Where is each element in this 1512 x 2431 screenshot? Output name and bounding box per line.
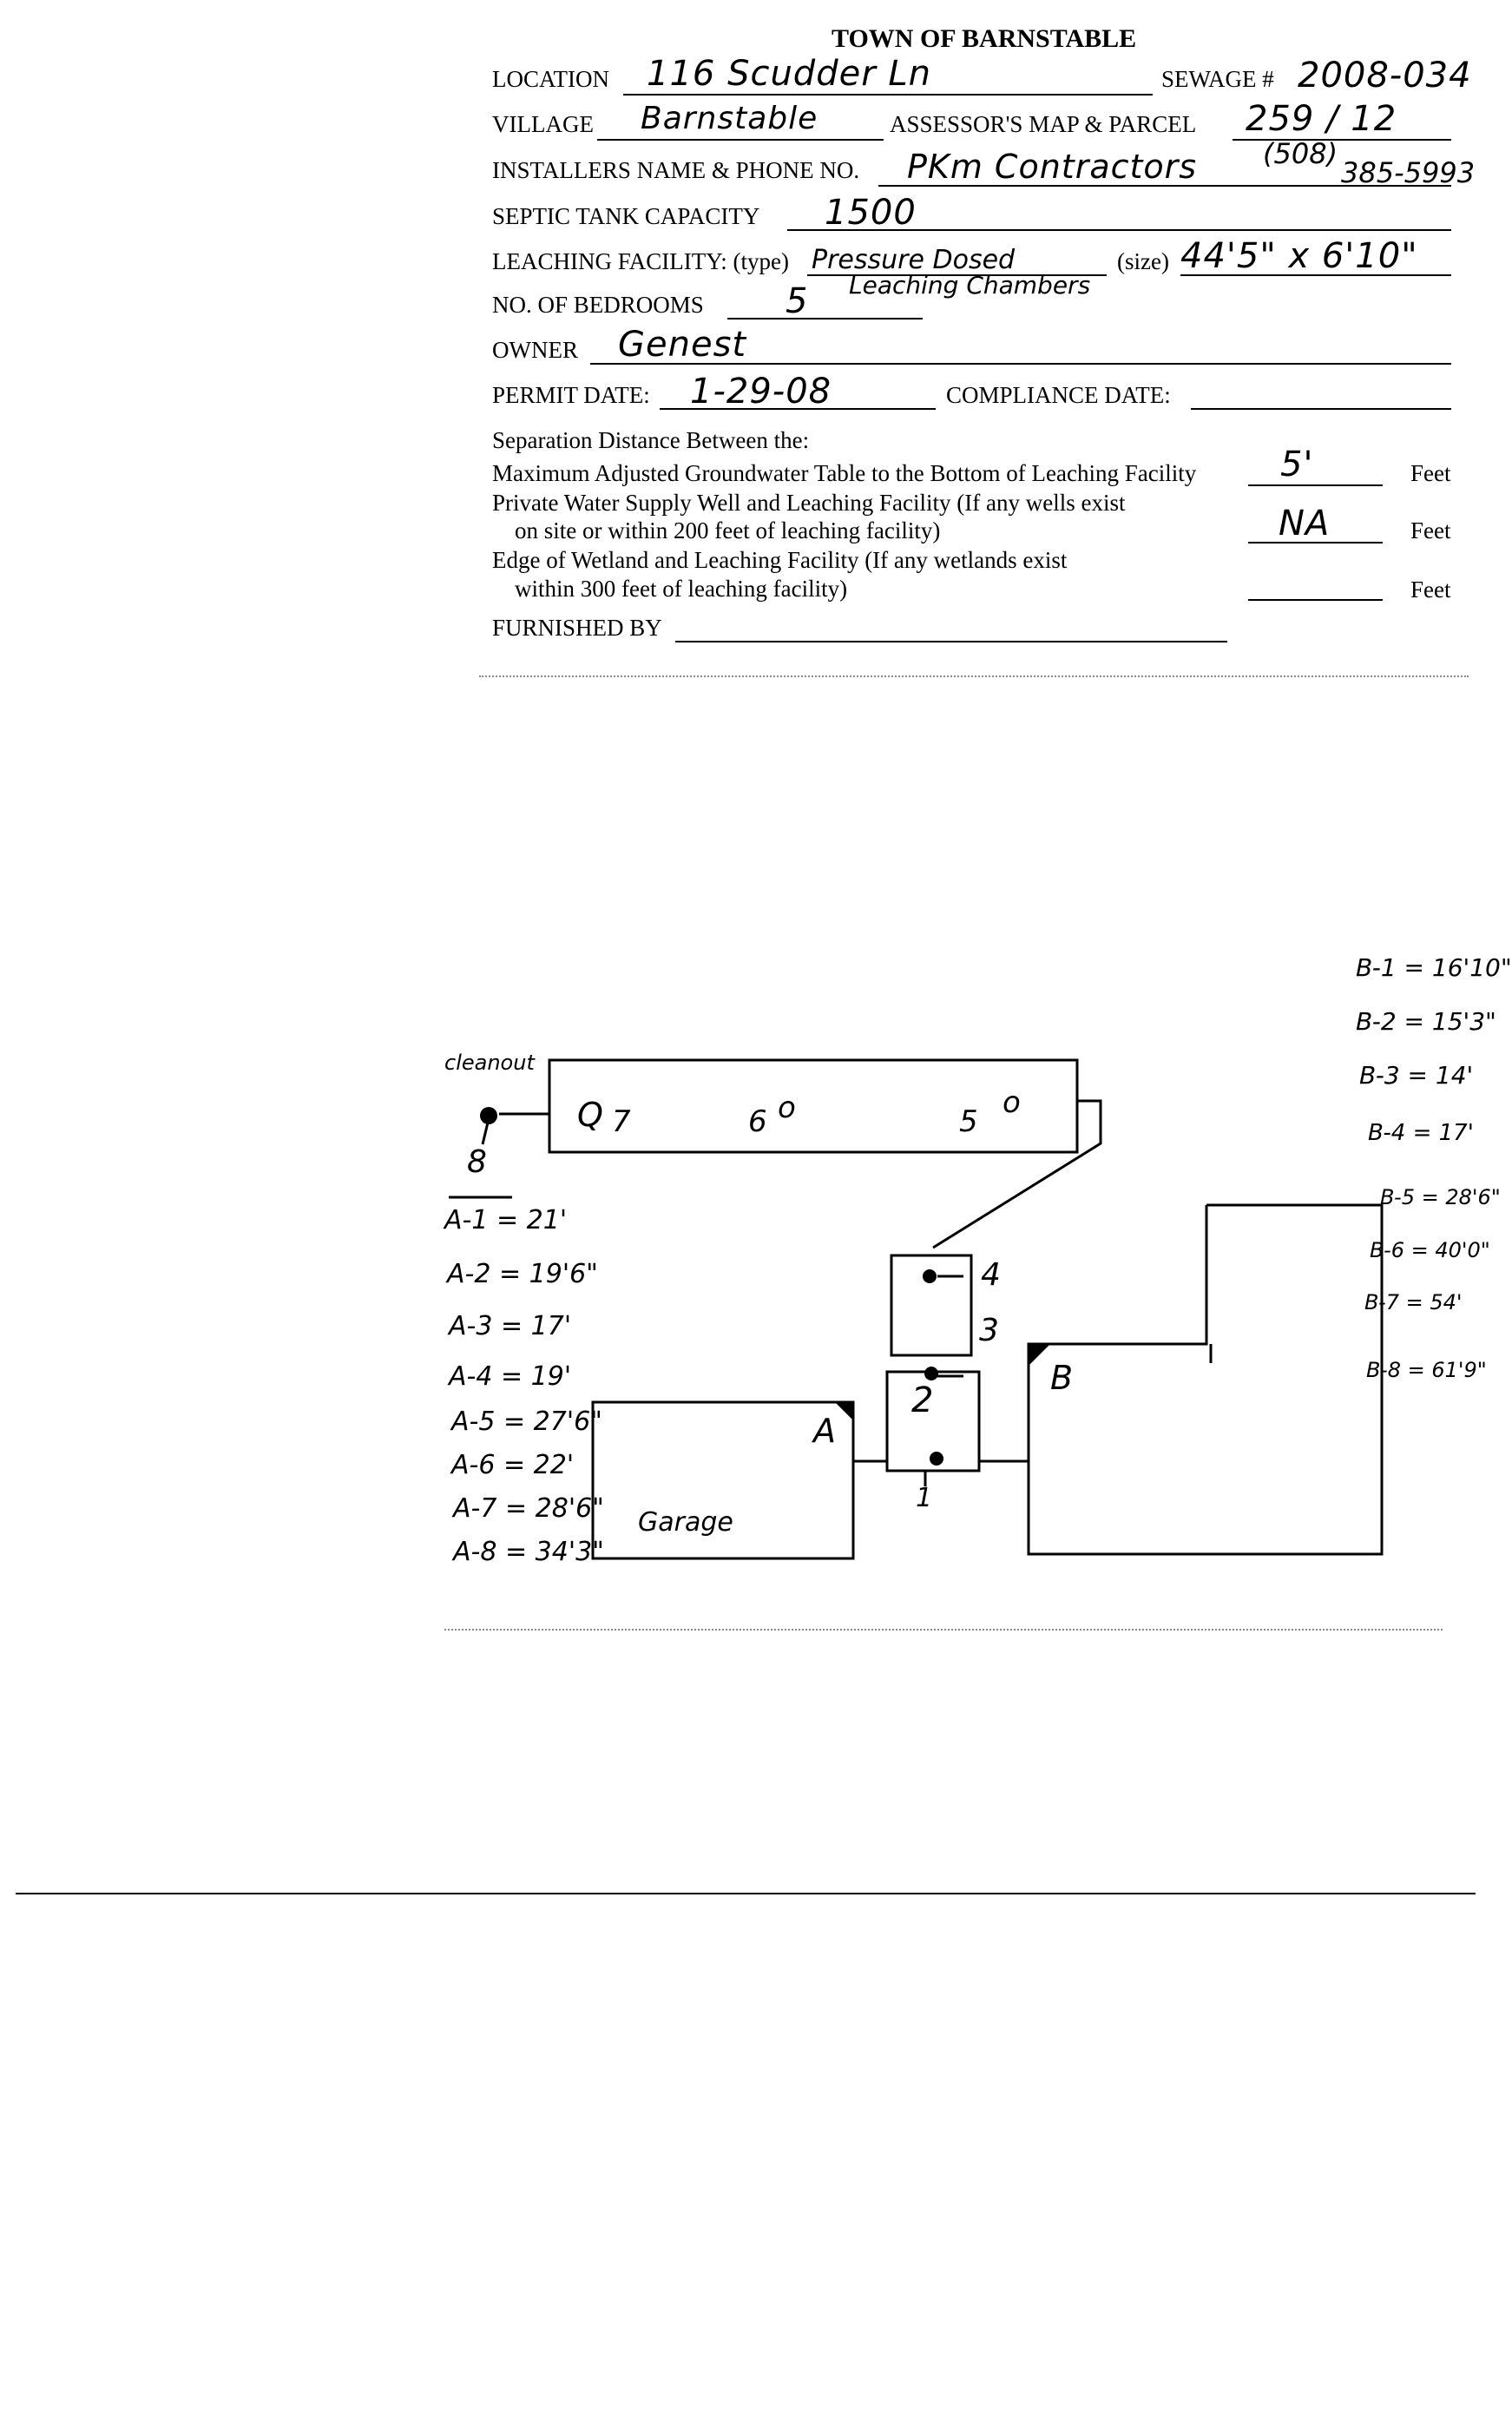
bedrooms-line — [727, 318, 923, 320]
ref-b-label: B — [1050, 1359, 1074, 1397]
bedrooms-label: NO. OF BEDROOMS — [492, 292, 704, 318]
installer-label: INSTALLERS NAME & PHONE NO. — [492, 157, 860, 183]
location-label: LOCATION — [492, 66, 609, 92]
ref-a-label: A — [813, 1412, 836, 1450]
b-measure-3: B-3 = 14' — [1359, 1061, 1474, 1090]
sep2-label: Private Water Supply Well and Leaching F… — [492, 490, 1126, 516]
sep3-label: Edge of Wetland and Leaching Facility (I… — [492, 547, 1068, 573]
sep3-line — [1248, 599, 1383, 601]
distribution-box-upper — [890, 1254, 973, 1357]
installer-phone: 385-5993 — [1341, 156, 1476, 189]
installer-value: PKm Contractors — [907, 148, 1198, 186]
a-measure-7: A-7 = 28'6" — [453, 1493, 604, 1524]
point-3-label: 3 — [979, 1313, 999, 1348]
owner-label: OWNER — [492, 337, 578, 363]
scan-edge-bottom — [444, 1629, 1443, 1631]
furnished-line — [675, 641, 1227, 642]
septic-tank-box — [548, 1058, 1079, 1154]
assessor-label: ASSESSOR'S MAP & PARCEL — [890, 111, 1197, 137]
sep2-value: NA — [1279, 504, 1331, 544]
point-2-label: 2 — [911, 1380, 934, 1420]
furnished-label: FURNISHED BY — [492, 615, 662, 641]
leaching-label: LEACHING FACILITY: (type) — [492, 248, 789, 274]
point-1-label: 1 — [916, 1483, 933, 1513]
scan-edge-top — [479, 675, 1469, 677]
leaching-type: Pressure Dosed — [812, 245, 1016, 275]
site-sketch — [449, 1058, 1384, 1560]
a-measure-8: A-8 = 34'3" — [453, 1537, 604, 1567]
a-measure-5: A-5 = 27'6" — [451, 1407, 602, 1437]
sep1-label: Maximum Adjusted Groundwater Table to th… — [492, 460, 1197, 486]
b-measure-1: B-1 = 16'10" — [1356, 953, 1512, 982]
location-value: 116 Scudder Ln — [647, 54, 931, 94]
owner-line — [590, 363, 1451, 365]
a-measure-1: A-1 = 21' — [444, 1205, 568, 1235]
form-title: TOWN OF BARNSTABLE — [832, 24, 1137, 53]
b-measure-8: B-8 = 61'9" — [1366, 1358, 1487, 1382]
permit-value: 1-29-08 — [690, 372, 832, 412]
tank-value: 1500 — [825, 193, 917, 233]
b-measure-6: B-6 = 40'0" — [1370, 1238, 1490, 1262]
assessor-line — [1233, 139, 1451, 141]
point-7-label: 7 — [612, 1104, 631, 1139]
point-6-circle: o — [778, 1090, 796, 1125]
point-5-circle: o — [1003, 1085, 1021, 1120]
compliance-label: COMPLIANCE DATE: — [946, 382, 1171, 408]
location-line — [623, 94, 1153, 96]
bedrooms-value: 5 — [786, 281, 809, 321]
a-measure-6: A-6 = 22' — [451, 1450, 575, 1480]
page-bottom-rule — [16, 1893, 1476, 1894]
a-measure-3: A-3 = 17' — [449, 1311, 572, 1341]
installer-phone-area: (508) — [1263, 137, 1338, 170]
point-8-label: 8 — [467, 1144, 487, 1180]
point-9-mark: Q — [577, 1096, 603, 1134]
separation-title: Separation Distance Between the: — [492, 427, 810, 453]
leaching-type-line2: Leaching Chambers — [849, 271, 1091, 300]
village-label: VILLAGE — [492, 111, 594, 137]
compliance-line — [1191, 408, 1451, 410]
garage-label: Garage — [638, 1507, 733, 1538]
sep3-label-line2: within 300 feet of leaching facility) — [515, 576, 848, 602]
a-measure-4: A-4 = 19' — [449, 1361, 572, 1392]
tank-label: SEPTIC TANK CAPACITY — [492, 203, 760, 229]
b-measure-4: B-4 = 17' — [1368, 1120, 1474, 1146]
sep2-feet: Feet — [1410, 517, 1451, 544]
sewage-label: SEWAGE # — [1161, 66, 1274, 92]
point-5-label: 5 — [959, 1104, 978, 1139]
tank-line — [787, 229, 1451, 231]
size-label: (size) — [1117, 248, 1169, 274]
village-line — [597, 139, 884, 141]
sep2-line — [1248, 542, 1383, 544]
cleanout-label: cleanout — [444, 1051, 535, 1075]
sep3-feet: Feet — [1410, 576, 1451, 603]
sep1-feet: Feet — [1410, 460, 1451, 486]
sep2-label-line2: on site or within 200 feet of leaching f… — [515, 517, 941, 544]
permit-line — [660, 408, 936, 410]
sep1-line — [1248, 484, 1383, 486]
sewage-value: 2008-034 — [1298, 56, 1472, 96]
assessor-value: 259 / 12 — [1246, 99, 1397, 139]
b-measure-2: B-2 = 15'3" — [1356, 1007, 1496, 1036]
leaching-type-line — [807, 274, 1107, 276]
size-value: 44'5" x 6'10" — [1180, 236, 1418, 276]
garage-outline — [591, 1400, 855, 1560]
b-measure-5: B-5 = 28'6" — [1380, 1185, 1501, 1209]
installer-line — [878, 185, 1451, 187]
point-6-label: 6 — [748, 1104, 767, 1139]
a-measure-2: A-2 = 19'6" — [447, 1259, 598, 1289]
sep1-value: 5' — [1280, 445, 1314, 484]
b-measure-7: B-7 = 54' — [1364, 1290, 1463, 1314]
permit-label: PERMIT DATE: — [492, 382, 650, 408]
point-4-label: 4 — [981, 1257, 1001, 1293]
size-line — [1180, 274, 1451, 276]
owner-value: Genest — [618, 325, 747, 365]
village-value: Barnstable — [641, 101, 818, 136]
